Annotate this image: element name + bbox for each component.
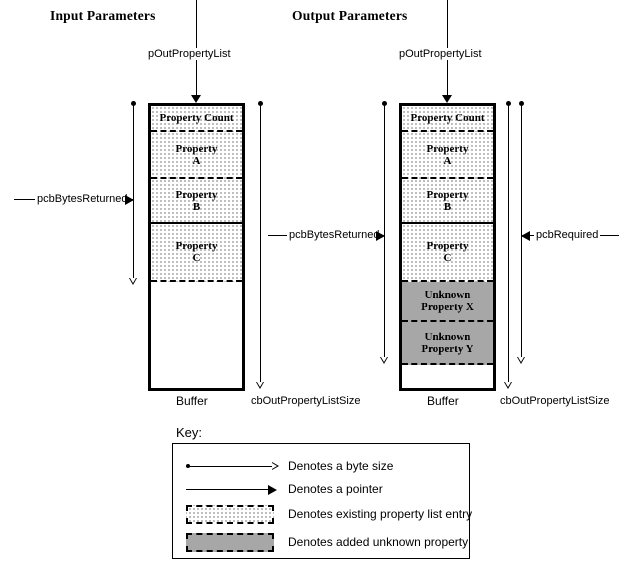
pointer-label-right: pOutPropertyList [396,48,485,60]
cbsize-start-dot-left-icon [258,101,263,106]
pcb-bytes-returned-label-left: pcbBytesReturned [35,193,130,205]
buffer-caption-left: Buffer [176,394,208,408]
pcb-required-start-dot-icon [519,101,524,106]
cbsize-arrowhead-left-icon [256,382,264,389]
input-buffer: Property Count Property A Property B Pro… [148,103,245,391]
cell-line2: C [443,252,452,264]
key-pointer-arrowhead-icon [268,485,277,495]
buffer-caption-right: Buffer [427,394,459,408]
cell-line1: Unknown [424,330,471,343]
key-swatch-existing-entry [186,505,274,524]
pointer-arrowhead-right-icon [442,95,452,103]
pcb-bytes-returned-arrowhead-right-icon [376,231,385,241]
cell-line1: Property [175,142,218,155]
key-row-label-pointer: Denotes a pointer [288,482,383,496]
bytesize-start-dot-right-icon [382,101,387,106]
key-row-label-unknown-property: Denotes added unknown property [288,535,469,549]
bytesize-start-dot-left-icon [131,101,136,106]
cbsize-arrowhead-right-icon [504,382,512,389]
cell-line1: Property [175,240,218,252]
title-input-parameters: Input Parameters [50,8,156,23]
cell-line2: Property X [421,301,474,313]
cell-unknown-property-y: Unknown Property Y [402,322,493,365]
cell-line2: C [192,252,201,264]
cell-unknown-property-x: Unknown Property X [402,282,493,322]
cell-property-a-right: Property A [402,132,493,179]
cell-line2: B [192,200,201,213]
bytesize-arrowhead-left-icon [129,278,137,285]
pointer-label-left: pOutPropertyList [145,48,234,60]
cell-line1: Property [426,142,469,155]
pcb-bytes-returned-label-right: pcbBytesReturned [287,229,382,241]
cell-line1: Property [426,188,469,201]
cbsize-line-right [508,104,509,383]
pcb-required-label: pcbRequired [534,229,601,241]
cell-free-space-right [402,365,493,388]
cell-line2: A [192,154,201,167]
cbsize-caption-right: cbOutPropertyListSize [500,395,610,407]
cell-property-c-right: Property C [402,224,493,282]
cell-property-b-right: Property B [402,179,493,224]
cell-line1: Property Count [410,112,485,124]
cell-free-space-left [151,282,242,388]
cbsize-start-dot-right-icon [506,101,511,106]
cell-line2: A [443,154,452,167]
key-swatch-unknown-property [186,533,274,552]
cell-line1: Property [426,240,469,252]
cell-property-a-left: Property A [151,132,242,179]
output-buffer: Property Count Property A Property B Pro… [399,103,496,391]
cell-line2: B [443,200,452,213]
bytesize-arrowhead-right-icon [380,357,388,364]
key-row-label-byte-size: Denotes a byte size [288,459,394,473]
pcb-required-pointer-arrowhead-icon [521,231,530,241]
key-bytesize-line [188,466,273,467]
cell-property-b-left: Property B [151,179,242,224]
cell-line1: Property Count [159,112,234,124]
cbsize-line-left [260,104,261,383]
key-title: Key: [176,425,203,440]
cell-line2: Property Y [421,342,474,355]
key-row-label-existing-entry: Denotes existing property list entry [288,507,473,521]
cell-property-c-left: Property C [151,224,242,282]
bytesize-line-left [133,104,134,279]
pcb-required-arrowhead-icon [517,357,525,364]
pointer-arrowhead-left-icon [191,95,201,103]
key-pointer-line [186,489,271,490]
title-output-parameters: Output Parameters [292,8,408,23]
key-bytesize-arrowhead-icon [272,462,279,470]
cell-line1: Property [175,188,218,201]
cell-property-count-right: Property Count [402,106,493,132]
cbsize-caption-left: cbOutPropertyListSize [251,395,361,407]
pcb-bytes-returned-arrowhead-left-icon [125,195,134,205]
cell-property-count-left: Property Count [151,106,242,132]
cell-line1: Unknown [424,289,471,301]
